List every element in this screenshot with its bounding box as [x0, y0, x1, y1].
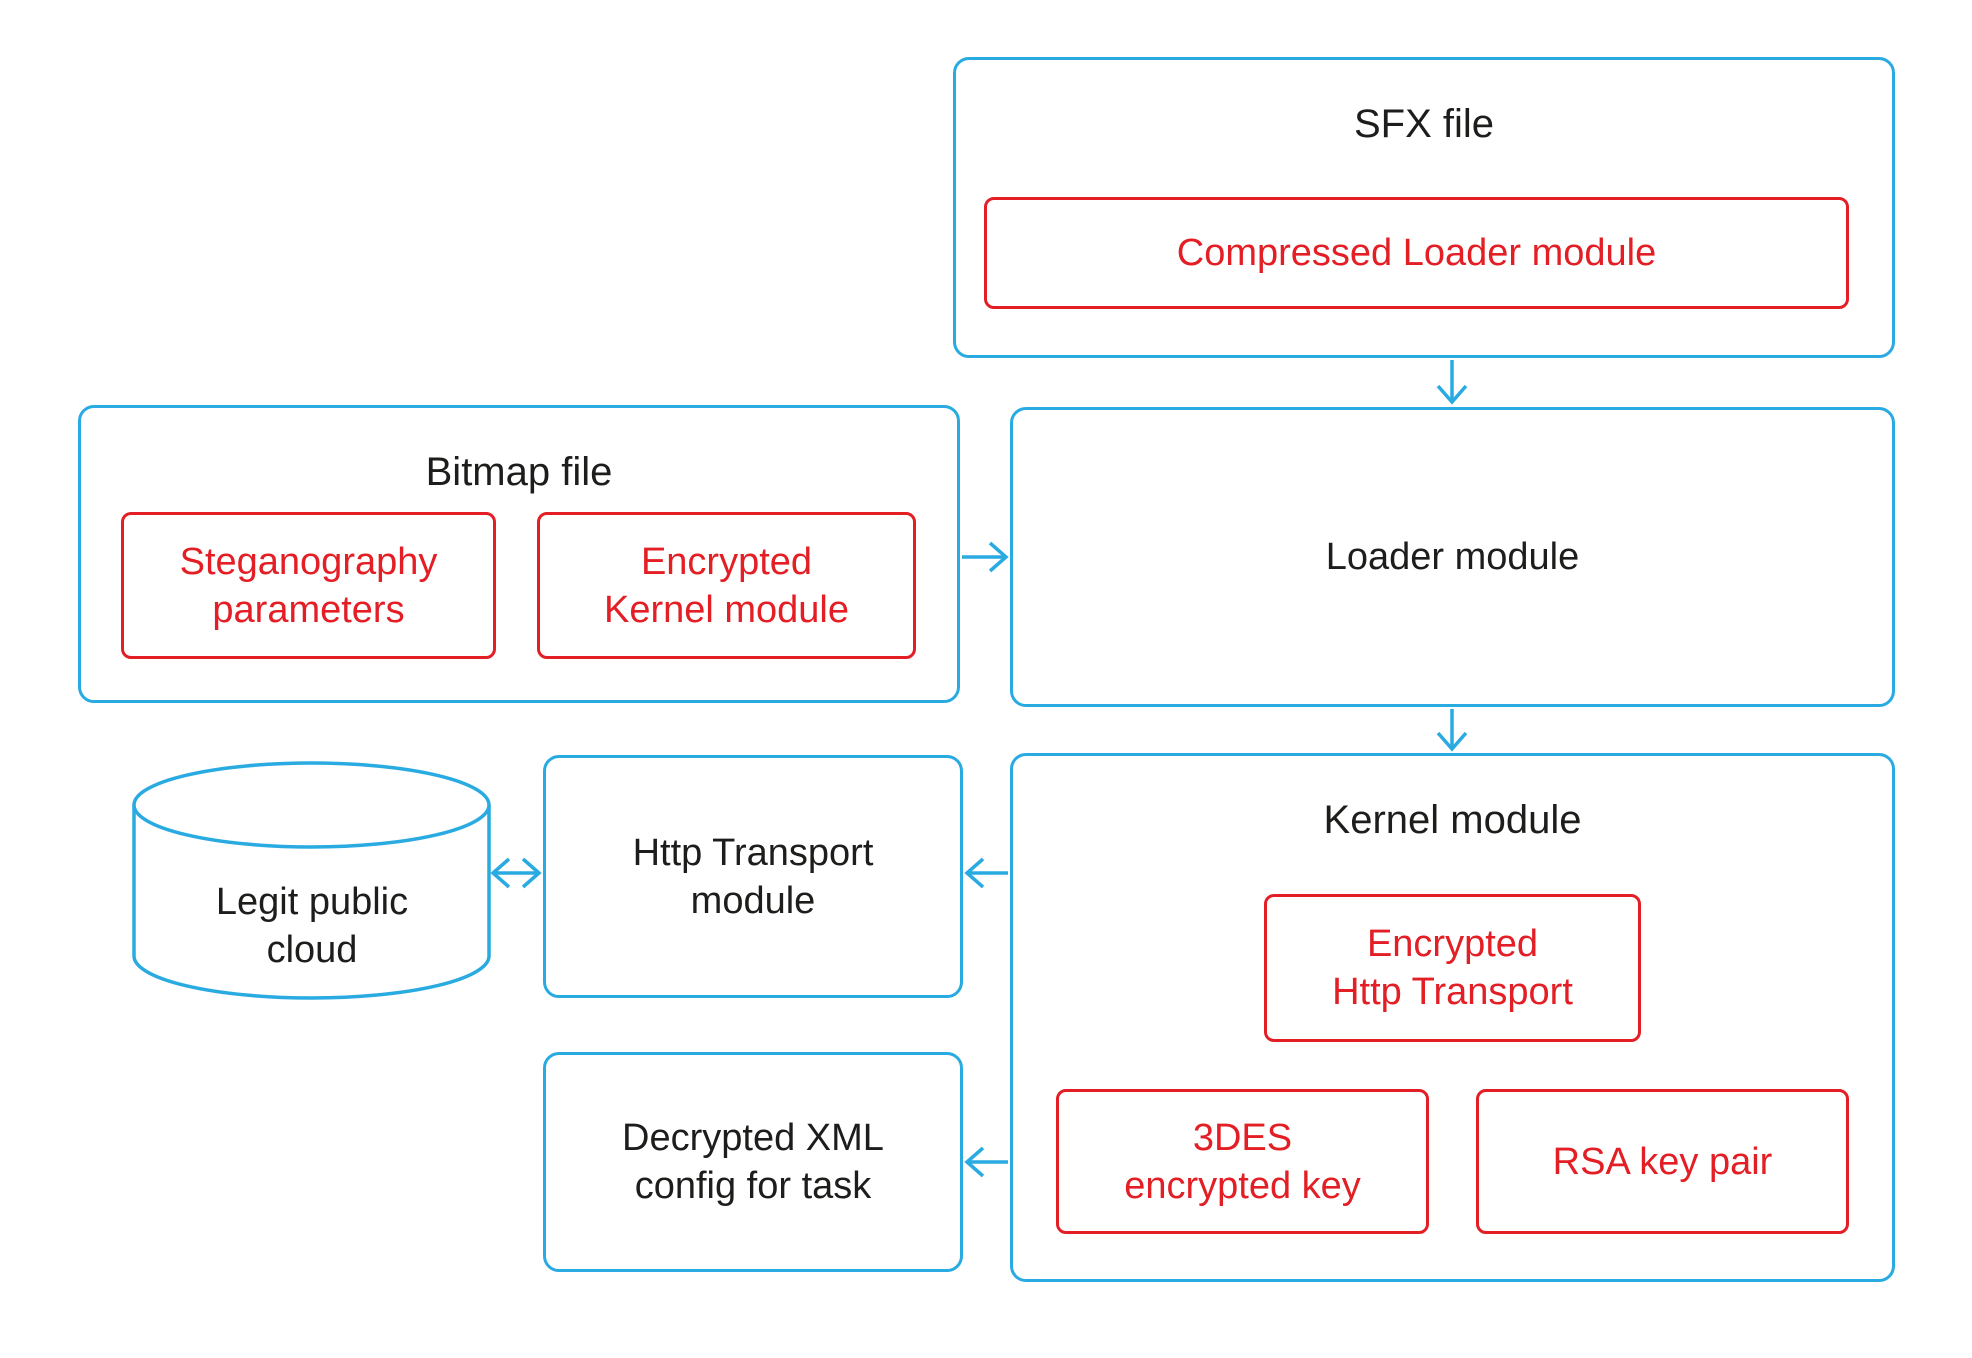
decrypted-xml-config-label-line2: config for task	[634, 1165, 872, 1207]
arrow-kernel-to-decrypted-xml	[964, 1146, 1008, 1178]
encrypted-http-transport-label-line2: Http Transport	[1332, 971, 1573, 1013]
http-transport-module-box: Http Transport module	[543, 755, 963, 998]
kernel-module-box: Kernel module Encrypted Http Transport 3…	[1010, 753, 1895, 1282]
arrow-bitmap-to-loader	[962, 541, 1009, 573]
encrypted-kernel-module-label-line2: Kernel module	[603, 588, 850, 631]
sfx-file-title: SFX file	[1353, 102, 1495, 146]
http-transport-module-label-line1: Http Transport	[632, 831, 874, 874]
decrypted-xml-config-box: Decrypted XML config for task	[543, 1052, 963, 1272]
encrypted-http-transport-box: Encrypted Http Transport	[1264, 894, 1641, 1042]
3des-encrypted-key-label-line1: 3DES	[1192, 1116, 1293, 1159]
encrypted-http-transport-label-line1: Encrypted	[1366, 923, 1539, 965]
encrypted-kernel-module-box: Encrypted Kernel module	[537, 512, 916, 659]
legit-public-cloud-label-line2: cloud	[266, 929, 358, 971]
kernel-module-title: Kernel module	[1323, 798, 1582, 842]
rsa-key-pair-box: RSA key pair	[1476, 1089, 1849, 1234]
steganography-parameters-label-line2: parameters	[212, 588, 405, 631]
legit-public-cloud-label: Legit public cloud	[134, 878, 490, 974]
loader-module-box: Loader module	[1010, 407, 1895, 707]
legit-public-cloud-cylinder	[132, 761, 491, 1000]
sfx-file-box: SFX file Compressed Loader module	[953, 57, 1895, 358]
arrow-http-transport-cloud-bidirectional	[490, 857, 542, 889]
arrow-loader-to-kernel	[1436, 709, 1468, 752]
compressed-loader-module-label: Compressed Loader module	[1176, 232, 1657, 274]
legit-public-cloud-label-line1: Legit public	[215, 881, 409, 923]
bitmap-file-box: Bitmap file Steganography parameters Enc…	[78, 405, 960, 703]
loader-module-label: Loader module	[1325, 536, 1580, 578]
steganography-parameters-label-line1: Steganography	[179, 540, 438, 583]
compressed-loader-module-box: Compressed Loader module	[984, 197, 1849, 309]
decrypted-xml-config-label-line1: Decrypted XML	[622, 1117, 884, 1159]
steganography-parameters-box: Steganography parameters	[121, 512, 496, 659]
encrypted-kernel-module-label-line1: Encrypted	[640, 540, 813, 583]
arrow-sfx-to-loader	[1436, 360, 1468, 405]
3des-encrypted-key-box: 3DES encrypted key	[1056, 1089, 1429, 1234]
rsa-key-pair-label: RSA key pair	[1552, 1140, 1773, 1183]
arrow-kernel-to-http-transport	[964, 857, 1008, 889]
bitmap-file-title: Bitmap file	[425, 450, 613, 494]
3des-encrypted-key-label-line2: encrypted key	[1124, 1164, 1361, 1207]
http-transport-module-label-line2: module	[690, 879, 816, 922]
